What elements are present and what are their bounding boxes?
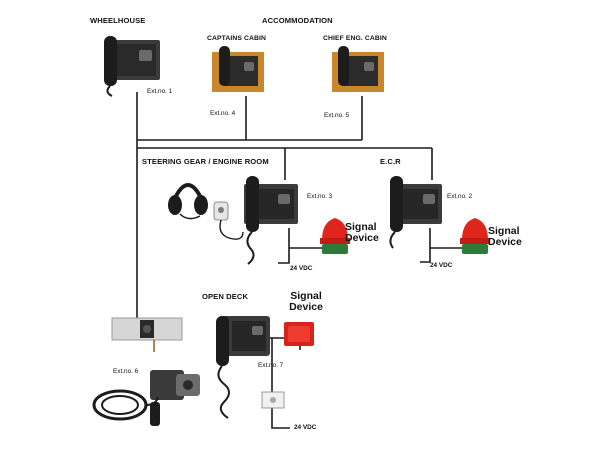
open-deck-label: OPEN DECK <box>202 292 249 301</box>
ext2-power-line <box>420 228 431 263</box>
ext7-label: Ext.no. 7 <box>258 362 284 369</box>
engine-room-signal-device-label: Signal Device <box>345 222 385 244</box>
ext3-power-label: 24 VDC <box>290 265 313 272</box>
wheelhouse-label: WHEELHOUSE <box>90 16 146 25</box>
engine-room-phone-icon <box>244 176 298 265</box>
ext6-label: Ext.no. 6 <box>113 368 139 375</box>
signal-line2: Device <box>488 236 522 248</box>
power-module-icon <box>261 391 285 409</box>
headset-icon <box>168 183 244 240</box>
ext3-power-line <box>278 228 290 264</box>
accommodation-label: ACCOMMODATION <box>262 16 333 25</box>
junction-box-icon <box>111 317 183 352</box>
ecr-phone-icon <box>389 176 442 249</box>
signal-line1: Signal <box>290 290 322 302</box>
signal-line1: Signal <box>345 221 377 233</box>
steering-engine-room-label: STEERING GEAR / ENGINE ROOM <box>142 157 269 166</box>
signal-line2: Device <box>289 301 323 313</box>
ext1-label: Ext.no. 1 <box>147 88 173 95</box>
handheld-unit-icon <box>92 370 200 426</box>
ext5-label: Ext.no. 5 <box>324 112 350 119</box>
ext4-label: Ext.no. 4 <box>210 110 236 117</box>
ext7-power-label: 24 VDC <box>294 424 317 431</box>
ext7-power-line <box>271 408 290 429</box>
captains-cabin-phone-icon <box>212 46 264 92</box>
ext3-label: Ext.no. 3 <box>307 193 333 200</box>
chief-eng-cabin-label: CHIEF ENG. CABIN <box>323 35 387 42</box>
open-deck-signal-icon <box>284 322 314 346</box>
open-deck-phone-icon <box>216 316 270 419</box>
chief-eng-phone-icon <box>332 46 384 92</box>
ext2-power-label: 24 VDC <box>430 262 453 269</box>
ecr-beacon-icon <box>460 218 490 254</box>
ext2-label: Ext.no. 2 <box>447 193 473 200</box>
open-deck-signal-device-label: Signal Device <box>286 291 326 313</box>
signal-line1: Signal <box>488 225 520 237</box>
signal-line2: Device <box>345 232 379 244</box>
engine-room-beacon-icon <box>320 218 350 254</box>
captains-cabin-label: CAPTAINS CABIN <box>207 35 267 42</box>
wheelhouse-phone-icon <box>104 36 160 97</box>
ecr-label: E.C.R <box>380 157 401 166</box>
wiring <box>136 92 462 429</box>
ecr-signal-device-label: Signal Device <box>488 226 528 248</box>
